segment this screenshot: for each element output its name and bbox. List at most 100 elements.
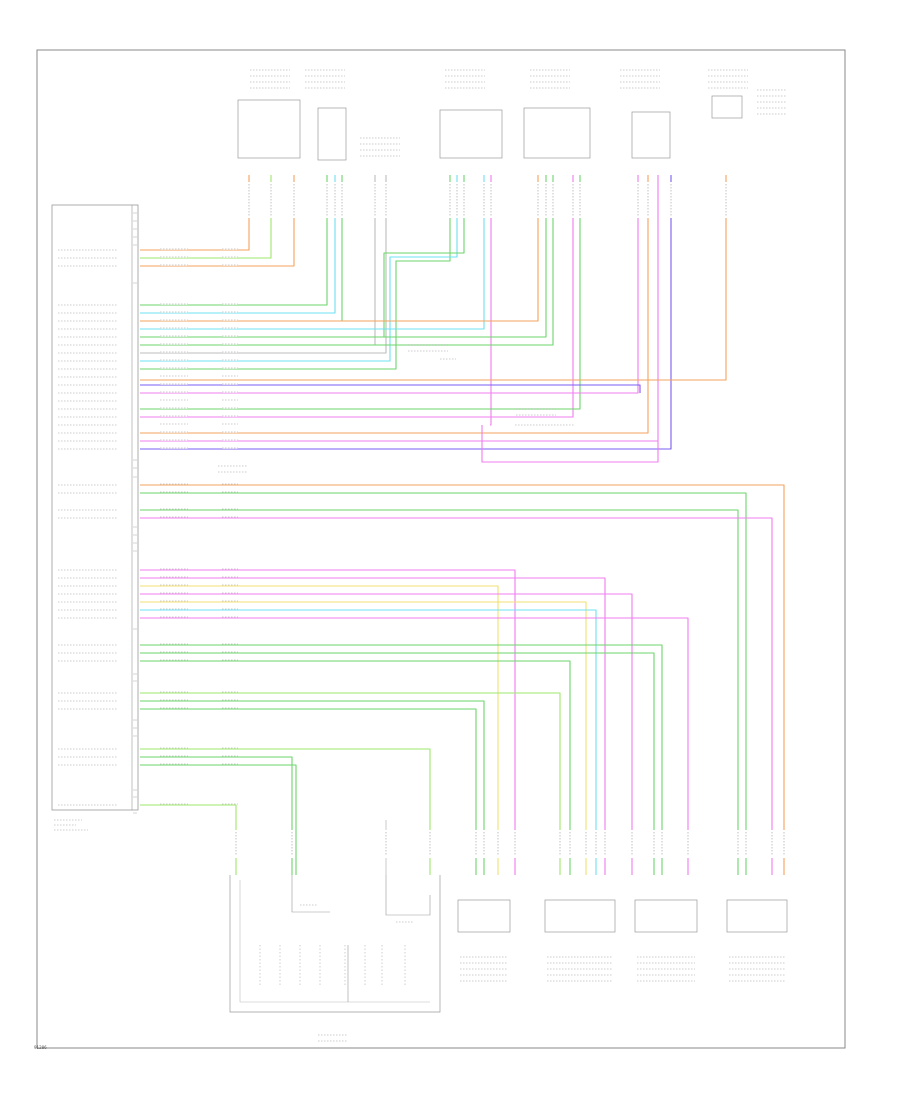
memory-splice-2 [385,875,431,916]
figure-code: 91286 [34,1045,47,1050]
wire-green-11 [140,644,663,875]
wire-green-18 [140,756,293,875]
wire-code-bg [160,802,188,805]
memory-splice [291,875,330,913]
circuit-number-bg [222,490,238,493]
wire-pink-1 [140,175,574,418]
wire-pink-5 [140,569,516,875]
wire-code-bg [160,706,188,709]
wire-green-4 [140,175,451,370]
wire-pink-4 [140,517,773,875]
circuit-number-bg [222,802,238,805]
wire-code-bg [160,366,188,369]
wire-cyan-1 [140,175,336,314]
wire-code-bg [160,591,188,594]
seat-front-up-down-motor [457,899,511,933]
memory-switch-box [229,875,441,1013]
wire-green-6 [140,175,547,338]
wire-green-1 [140,175,272,259]
circuit-number-bg [222,438,238,441]
wire-code-bg [160,302,188,305]
wire-code-bg [160,414,188,417]
wire-green-12 [140,652,655,875]
wire-green-10 [140,509,739,875]
wire-code-bg [160,490,188,493]
circuit-number-bg [222,642,238,645]
circuit-number-bg [222,650,238,653]
diagram-frame [36,49,846,1049]
wire-code-bg [160,342,188,345]
wire-green-7 [140,175,554,346]
wire-code-bg [160,762,188,765]
circuit-number-bg [222,310,238,313]
circuit-number-bg [222,318,238,321]
circuit-number-bg [222,255,238,258]
circuit-number-bg [222,374,238,377]
wire-cyan-3 [140,175,485,330]
circuit-number-bg [222,302,238,305]
circuit-number-bg [222,706,238,709]
driver-seat-switch-component [439,109,503,159]
wire-code-bg [160,515,188,518]
wire-green-20 [140,804,237,875]
wire-code-bg [160,382,188,385]
wire-code-bg [160,583,188,586]
wire-code-bg [160,650,188,653]
wire-code-bg [160,430,188,433]
wire-pink-6 [140,577,606,875]
wire-purple-1 [140,175,672,450]
wire-code-bg [160,390,188,393]
wire-code-bg [160,446,188,449]
wire-green-16 [140,708,477,875]
wire-code-bg [160,507,188,510]
seat-control-switch-component [523,107,591,159]
wire-yellow-2 [140,601,587,875]
circuit-number-bg [222,515,238,518]
circuit-number-bg [222,599,238,602]
circuit-number-bg [222,446,238,449]
wire-gray-2 [140,175,387,354]
wire-code-bg [160,263,188,266]
circuit-number-bg [222,334,238,337]
wire-code-bg [160,642,188,645]
wire-code-bg [160,599,188,602]
wire-code-bg [160,326,188,329]
circuit-number-bg [222,567,238,570]
wire-purple-2 [140,384,641,393]
wire-cyan-4 [140,609,597,875]
circuit-number-bg [222,575,238,578]
wire-code-bg [160,746,188,749]
wire-orange-5 [140,175,727,381]
circuit-number-bg [222,414,238,417]
wire-code-bg [160,422,188,425]
circuit-number-bg [222,754,238,757]
circuit-number-bg [222,342,238,345]
circuit-number-bg [222,615,238,618]
circuit-number-bg [222,607,238,610]
wire-green-8 [140,175,581,410]
wire-code-bg [160,310,188,313]
circuit-number-bg [222,690,238,693]
circuit-number-bg [222,406,238,409]
circuit-number-bg [222,583,238,586]
wire-code-bg [160,438,188,441]
wire-code-bg [160,255,188,258]
wire-orange-6 [140,484,785,875]
wire-code-bg [160,567,188,570]
wire-green-15 [140,700,485,875]
circuit-number-bg [222,382,238,385]
wire-green-2 [140,175,328,306]
circuit-number-bg [222,591,238,594]
circuit-number-bg [222,746,238,749]
circuit-number-bg [222,358,238,361]
wire-green-13 [140,660,571,875]
fuse-component [711,95,743,119]
circuit-number-bg [222,326,238,329]
wire-orange-1 [140,175,250,251]
wire-code-bg [160,607,188,610]
wire-pink-7 [140,593,633,875]
circuit-number-bg [222,507,238,510]
wire-orange-3 [140,175,539,322]
